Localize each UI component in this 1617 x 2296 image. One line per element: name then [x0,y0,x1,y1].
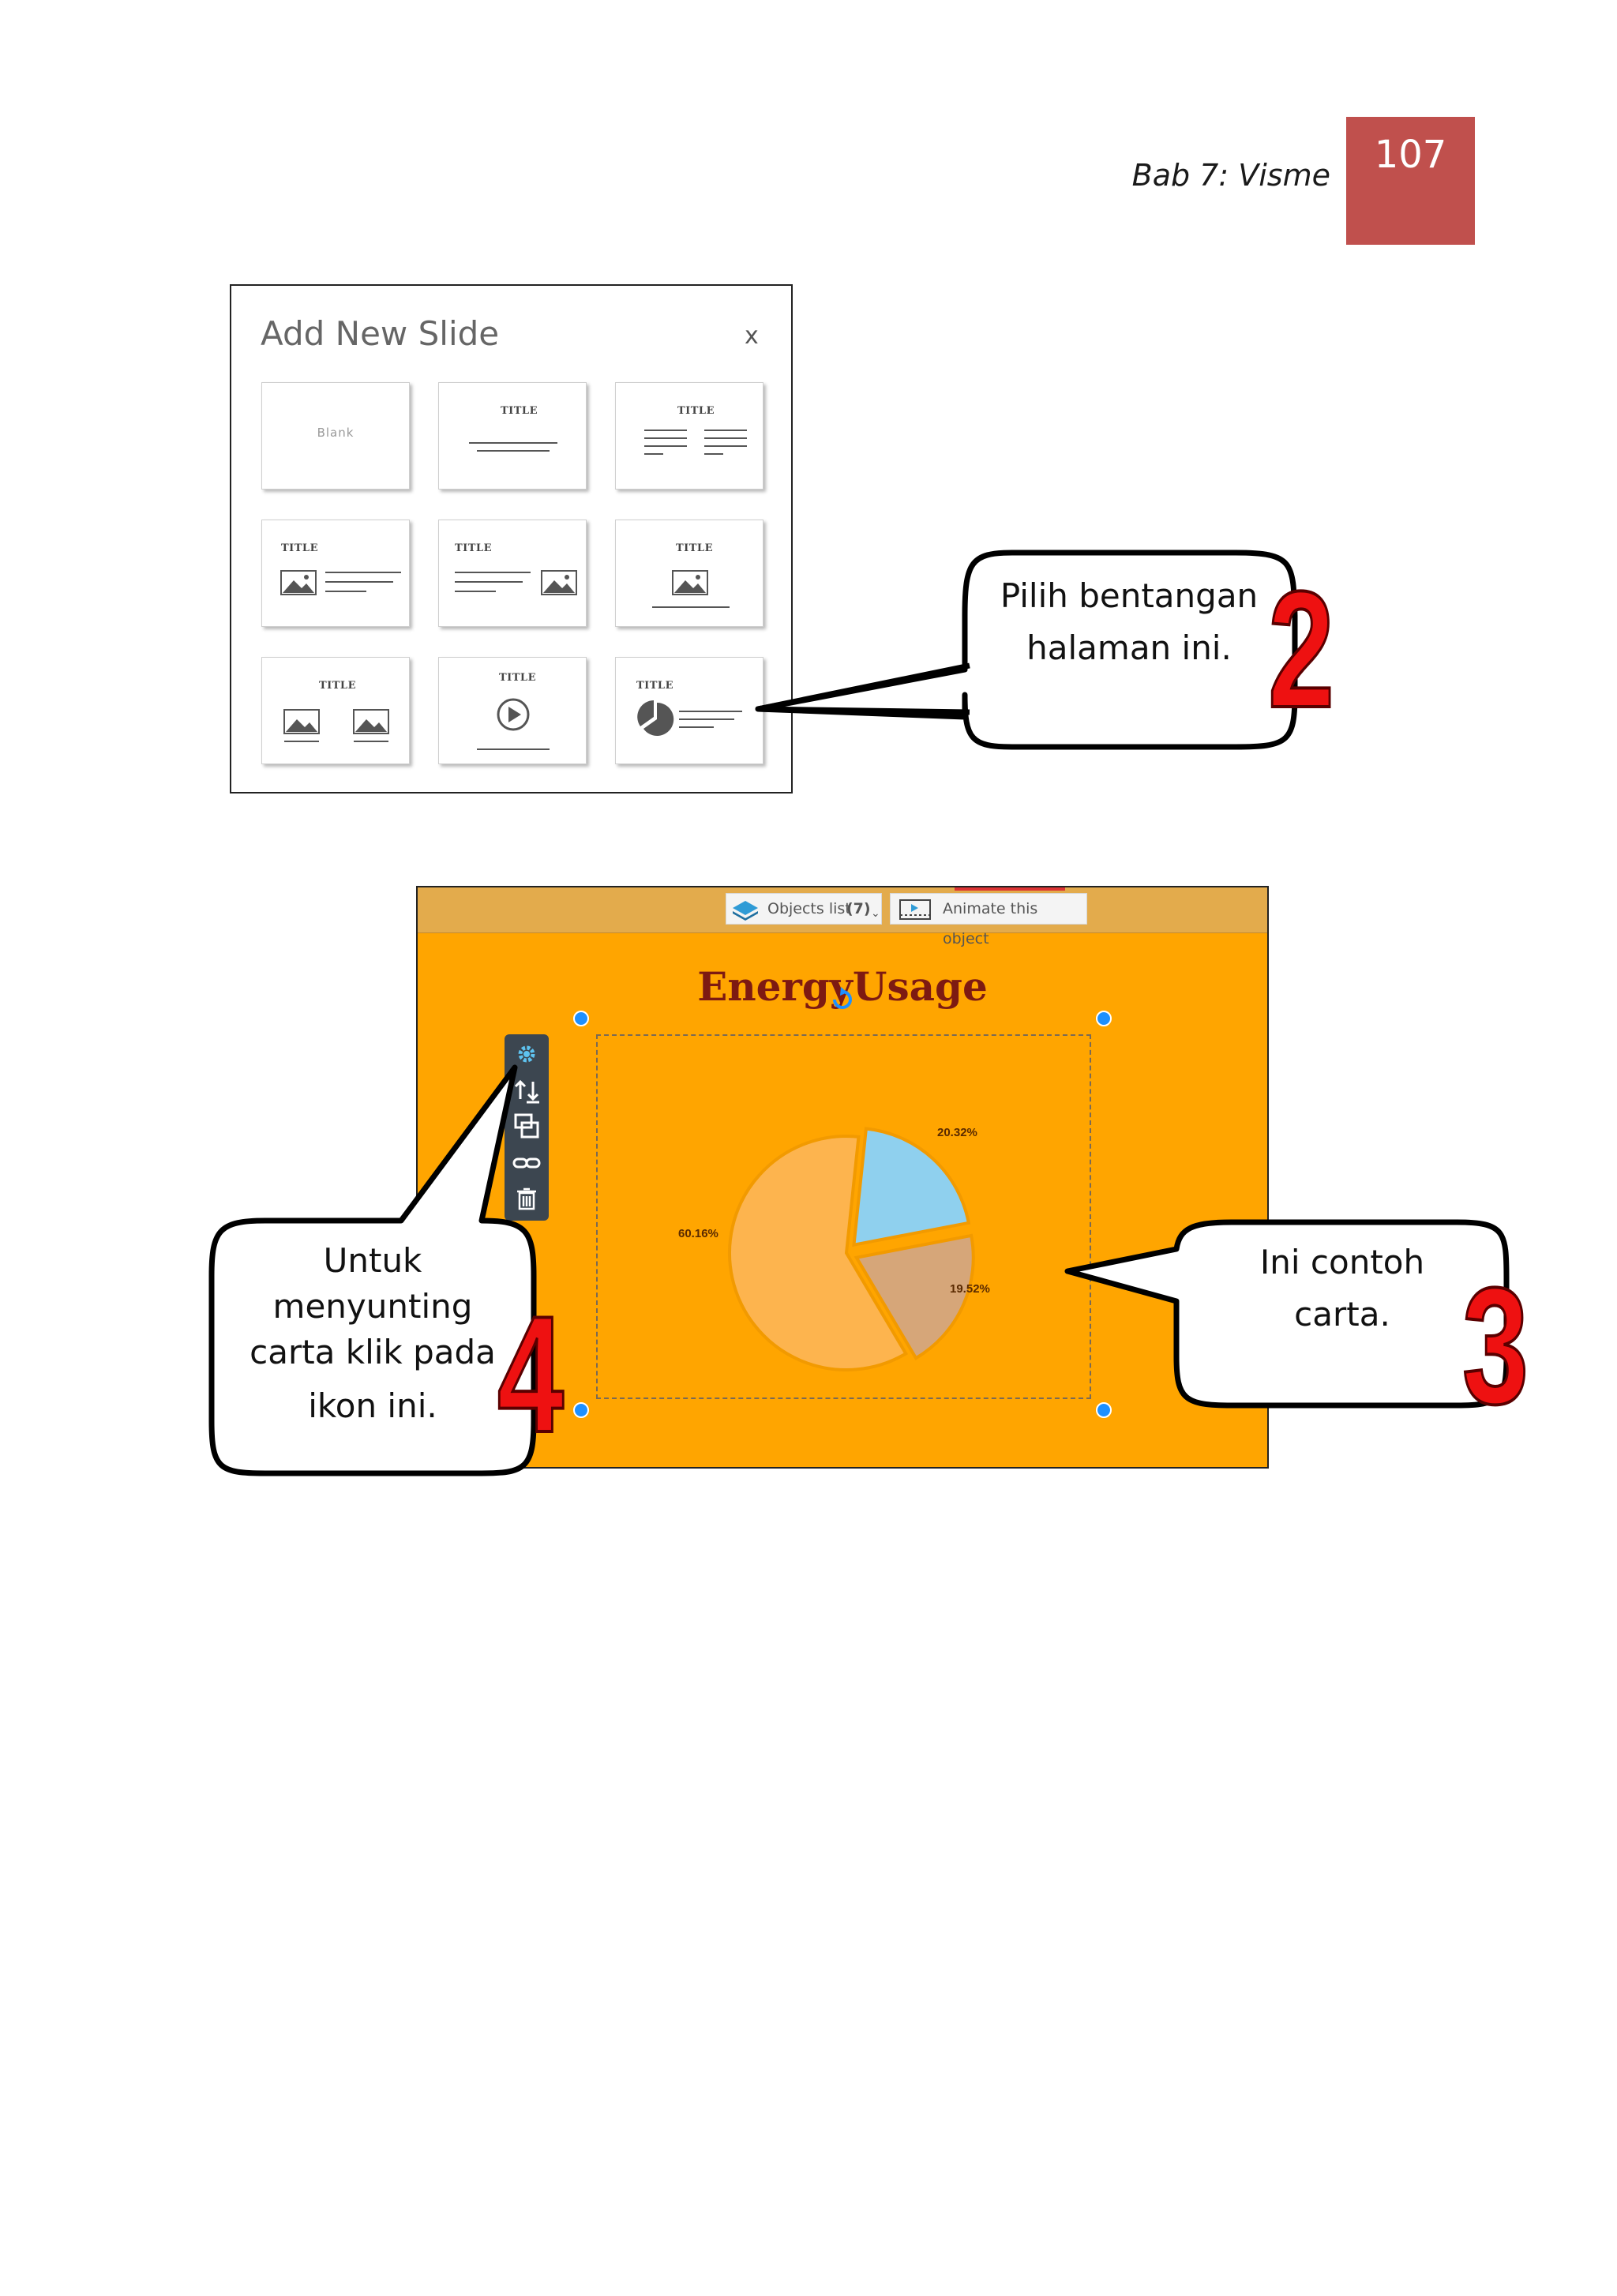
objects-list-button[interactable]: Objects list (7) ⌄ [726,893,882,925]
callout-2-line-1: Pilih bentangan [1000,576,1259,615]
image-icon [455,570,577,595]
callout-3-line-1: Ini contoh [1259,1243,1425,1281]
pie-chart[interactable] [418,887,1269,1469]
layout-two-images[interactable]: TITLE [261,657,410,764]
callout-2-line-2: halaman ini. [1026,628,1232,667]
image-icon [280,570,401,595]
layout-title-label: TITLE [319,680,356,692]
layout-image-left-text[interactable]: TITLE [261,520,410,627]
callout-4-line-3: carta klik pada [249,1333,496,1371]
link-icon[interactable] [505,1145,549,1181]
dialog-title: Add New Slide [261,314,500,353]
step-number-4: 4 [497,1281,565,1467]
layout-video[interactable]: TITLE [438,657,587,764]
layout-title-label: TITLE [499,672,536,684]
layout-title-label: TITLE [636,680,673,692]
chart-selection-box[interactable] [596,1034,1091,1399]
pie-chart-icon [637,700,742,736]
step-number-3: 3 [1461,1253,1530,1439]
callout-3-line-2: carta. [1294,1295,1390,1334]
layer-order-icon[interactable] [505,1072,549,1109]
layout-blank-label: Blank [317,426,355,440]
rotate-icon[interactable] [828,985,855,1012]
objects-count: (7) [846,900,871,917]
image-icon [652,570,730,608]
two-images-icon [283,709,389,742]
chapter-heading: Bab 7: Visme [1131,158,1330,193]
gear-icon[interactable] [505,1036,549,1072]
resize-handle-bottom-left[interactable] [573,1402,589,1418]
two-column-text-icon [644,430,747,455]
chart-title: EnergyUsage [697,963,988,1010]
pie-label-3: 19.52% [950,1282,990,1296]
callout-4-text: Untuk menyunting carta klik pada ikon in… [223,1238,523,1429]
visme-editor-canvas: Objects list (7) ⌄ Animate this object E… [416,886,1269,1469]
layout-title-image[interactable]: TITLE [615,520,763,627]
pie-label-2: 20.32% [937,1126,977,1139]
page-number-badge: 107 [1346,117,1475,245]
trash-icon[interactable] [505,1181,549,1217]
editor-toolbar: Objects list (7) ⌄ Animate this object [418,887,1267,947]
callout-4-line-1: Untuk [323,1241,422,1280]
layout-text-image-right[interactable]: TITLE [438,520,587,627]
callout-4-line-2: menyunting [272,1287,473,1326]
play-icon [477,698,550,750]
callout-4-line-4: ikon ini. [308,1386,437,1425]
resize-handle-top-right[interactable] [1096,1011,1112,1026]
pie-slice-3[interactable] [854,1233,975,1360]
layout-title-label: TITLE [676,542,713,554]
add-new-slide-dialog: Add New Slide x Blank TITLE TITLE TITLE [230,284,793,793]
close-button[interactable]: x [745,322,759,350]
layers-icon [733,901,758,921]
layout-title-label: TITLE [455,542,492,554]
duplicate-icon[interactable] [505,1109,549,1145]
animate-object-button[interactable]: Animate this object [890,893,1087,947]
title-lines-icon [469,442,557,452]
callout-3-text: Ini contoh carta. [1192,1236,1492,1341]
pie-slice-2[interactable] [852,1127,971,1247]
layout-blank[interactable]: Blank [261,382,410,490]
toolbar-accent [955,887,1065,891]
layout-title-label: TITLE [501,405,538,417]
pie-slice-1[interactable] [728,1135,909,1371]
object-toolbar [505,1034,549,1221]
layout-title-only[interactable]: TITLE [438,382,587,490]
film-icon [899,899,931,920]
resize-handle-bottom-right[interactable] [1096,1402,1112,1418]
callout-2-text: Pilih bentangan halaman ini. [979,570,1279,674]
step-number-2: 2 [1267,557,1336,742]
layout-title-label: TITLE [281,542,318,554]
layout-chart[interactable]: TITLE [615,657,763,764]
animate-object-label: Animate this object [943,900,1038,947]
pie-label-1: 60.16% [678,1227,718,1240]
layout-title-label: TITLE [677,405,715,417]
objects-list-label: Objects list [767,900,851,917]
chevron-down-icon: ⌄ [871,907,880,920]
resize-handle-top-left[interactable] [573,1011,589,1026]
layout-two-columns[interactable]: TITLE [615,382,763,490]
